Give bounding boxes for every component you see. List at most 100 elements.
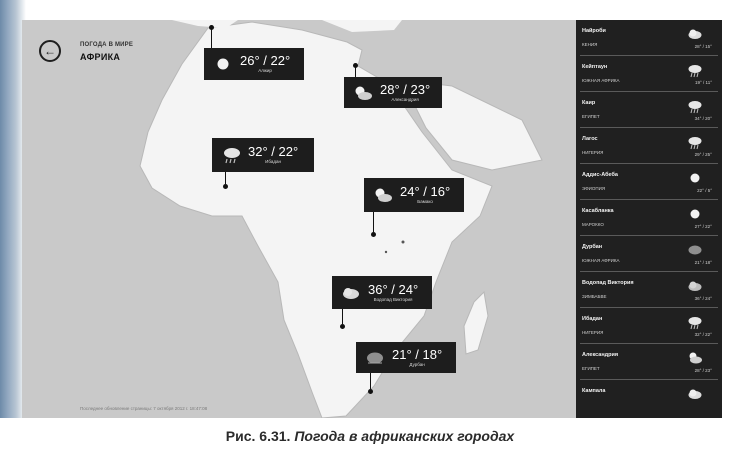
rain-cloud-icon [688, 65, 702, 78]
list-city-name: Ибадан [582, 316, 603, 322]
city-name: Водопад Виктория [373, 296, 413, 302]
cloud-icon [688, 29, 702, 39]
list-temperature: 29° / 25° [694, 152, 712, 157]
page-subtitle: ПОГОДА В МИРЕ [80, 42, 134, 48]
city-list-item[interactable]: Водопад Виктория ЗИМБАБВЕ 36° / 24° [580, 274, 718, 308]
back-button[interactable]: ← [39, 40, 61, 62]
city-list-item[interactable]: Дурбан ЮЖНАЯ АФРИКА 21° / 18° [580, 238, 718, 272]
list-temperature: 28° / 23° [694, 368, 712, 373]
city-list-item[interactable]: Каир ЕГИПЕТ 34° / 20° [580, 94, 718, 128]
list-country-name: НИГЕРИЯ [582, 150, 604, 155]
city-callout[interactable]: 32° / 22° Ибадан [212, 138, 314, 172]
city-name: Ибадан [265, 159, 281, 164]
screenshot-frame: ← ПОГОДА В МИРЕ АФРИКА Последнее обновле… [0, 0, 740, 418]
list-city-name: Александрия [582, 352, 619, 358]
list-temperature: 27° / 22° [694, 224, 712, 229]
list-temperature: 21° / 18° [694, 260, 712, 265]
city-list-sidebar[interactable]: Найроби КЕНИЯ 28° / 15° Кейптаун ЮЖНАЯ А… [576, 20, 722, 418]
list-city-name: Водопад Виктория [582, 280, 634, 286]
list-country-name: ЭФИОПИЯ [582, 186, 606, 191]
city-temperature: 36° / 24° [368, 281, 419, 297]
city-list-item[interactable]: Кампала [580, 382, 718, 416]
partly-cloudy-icon [355, 86, 372, 100]
rain-cloud-icon [688, 101, 702, 114]
city-temperature: 26° / 22° [240, 53, 291, 68]
sun-icon [217, 58, 229, 70]
city-pin[interactable] [209, 25, 214, 30]
list-city-name: Дурбан [582, 244, 603, 250]
rain-cloud-icon [688, 317, 702, 330]
city-list-item[interactable]: Аддис-Абеба ЭФИОПИЯ 22° / 5° [580, 166, 718, 200]
haze-icon [367, 352, 383, 363]
list-city-name: Найроби [582, 28, 606, 34]
pin-leader-line [342, 308, 343, 324]
list-temperature: 34° / 20° [694, 116, 712, 121]
cloud-icon [688, 389, 702, 399]
list-city-name: Лагос [582, 136, 598, 142]
city-name: Алжир [258, 68, 272, 73]
list-temperature: 32° / 22° [694, 332, 712, 337]
city-name: Александрия [391, 96, 419, 102]
page-title: АФРИКА [80, 52, 121, 62]
city-list-item[interactable]: Ибадан НИГЕРИЯ 32° / 22° [580, 310, 718, 344]
caption-label: Рис. 6.31. [225, 428, 291, 444]
city-list-item[interactable]: Лагос НИГЕРИЯ 29° / 25° [580, 130, 718, 164]
list-temperature: 28° / 15° [694, 44, 712, 49]
city-callout[interactable]: 28° / 23° Александрия [344, 77, 442, 108]
africa-map[interactable]: ← ПОГОДА В МИРЕ АФРИКА Последнее обновле… [22, 20, 576, 418]
list-temperature: 19° / 11° [694, 80, 712, 85]
city-pin[interactable] [368, 389, 373, 394]
sun-icon [690, 173, 700, 183]
list-city-name: Касабланка [582, 208, 614, 214]
last-updated-note: Последнее обновление страницы: 7 октября… [80, 406, 208, 411]
list-country-name: МАРОККО [582, 222, 604, 227]
city-list-item[interactable]: Кейптаун ЮЖНАЯ АФРИКА 19° / 11° [580, 58, 718, 92]
cloud-icon [343, 287, 359, 299]
sun-icon [690, 209, 700, 219]
city-pin[interactable] [371, 232, 376, 237]
cloud-icon [688, 281, 702, 291]
city-list-item[interactable]: Касабланка МАРОККО 27° / 22° [580, 202, 718, 236]
list-city-name: Аддис-Абеба [582, 172, 618, 178]
city-temperature: 32° / 22° [248, 144, 299, 159]
city-pin[interactable] [353, 63, 358, 68]
partly-cloudy-icon [689, 352, 702, 364]
city-callout[interactable]: 24° / 16° Бамако [364, 178, 464, 212]
pin-leader-line [370, 372, 371, 389]
pin-leader-line [211, 29, 212, 55]
rain-cloud-icon [688, 137, 702, 150]
city-temperature: 24° / 16° [400, 184, 451, 199]
pin-leader-line [355, 67, 356, 79]
city-list-item[interactable]: Александрия ЕГИПЕТ 28° / 23° [580, 346, 718, 380]
city-pin[interactable] [223, 184, 228, 189]
haze-icon [688, 245, 702, 255]
figure-caption: Рис. 6.31. Погода в африканских городах [0, 428, 740, 444]
list-city-name: Кейптаун [582, 64, 608, 70]
list-country-name: ЕГИПЕТ [582, 114, 600, 119]
partly-cloudy-icon [375, 188, 392, 202]
city-temperature: 28° / 23° [380, 81, 431, 97]
list-city-name: Каир [582, 100, 596, 106]
weather-app-window: ← ПОГОДА В МИРЕ АФРИКА Последнее обновле… [22, 20, 722, 418]
rain-cloud-icon [224, 148, 240, 164]
city-callout[interactable]: 26° / 22° Алжир [204, 48, 304, 80]
city-list-item[interactable]: Найроби КЕНИЯ 28° / 15° [580, 22, 718, 56]
list-country-name: КЕНИЯ [582, 42, 598, 47]
pin-leader-line [373, 212, 374, 232]
city-callout[interactable]: 36° / 24° Водопад Виктория [332, 276, 432, 309]
list-temperature: 22° / 5° [697, 188, 712, 193]
list-country-name: ЮЖНАЯ АФРИКА [582, 258, 620, 263]
list-city-name: Кампала [582, 388, 606, 394]
arrow-left-icon: ← [44, 44, 56, 58]
list-country-name: НИГЕРИЯ [582, 330, 604, 335]
list-country-name: ЮЖНАЯ АФРИКА [582, 78, 620, 83]
city-name: Бамако [417, 199, 433, 204]
city-callout[interactable]: 21° / 18° Дурбан [356, 342, 456, 373]
city-pin[interactable] [340, 324, 345, 329]
list-country-name: ЕГИПЕТ [582, 366, 600, 371]
city-temperature: 21° / 18° [392, 346, 443, 362]
caption-text: Погода в африканских городах [294, 428, 515, 444]
list-country-name: ЗИМБАБВЕ [582, 294, 607, 299]
city-name: Дурбан [409, 361, 425, 367]
list-temperature: 36° / 24° [694, 296, 712, 301]
